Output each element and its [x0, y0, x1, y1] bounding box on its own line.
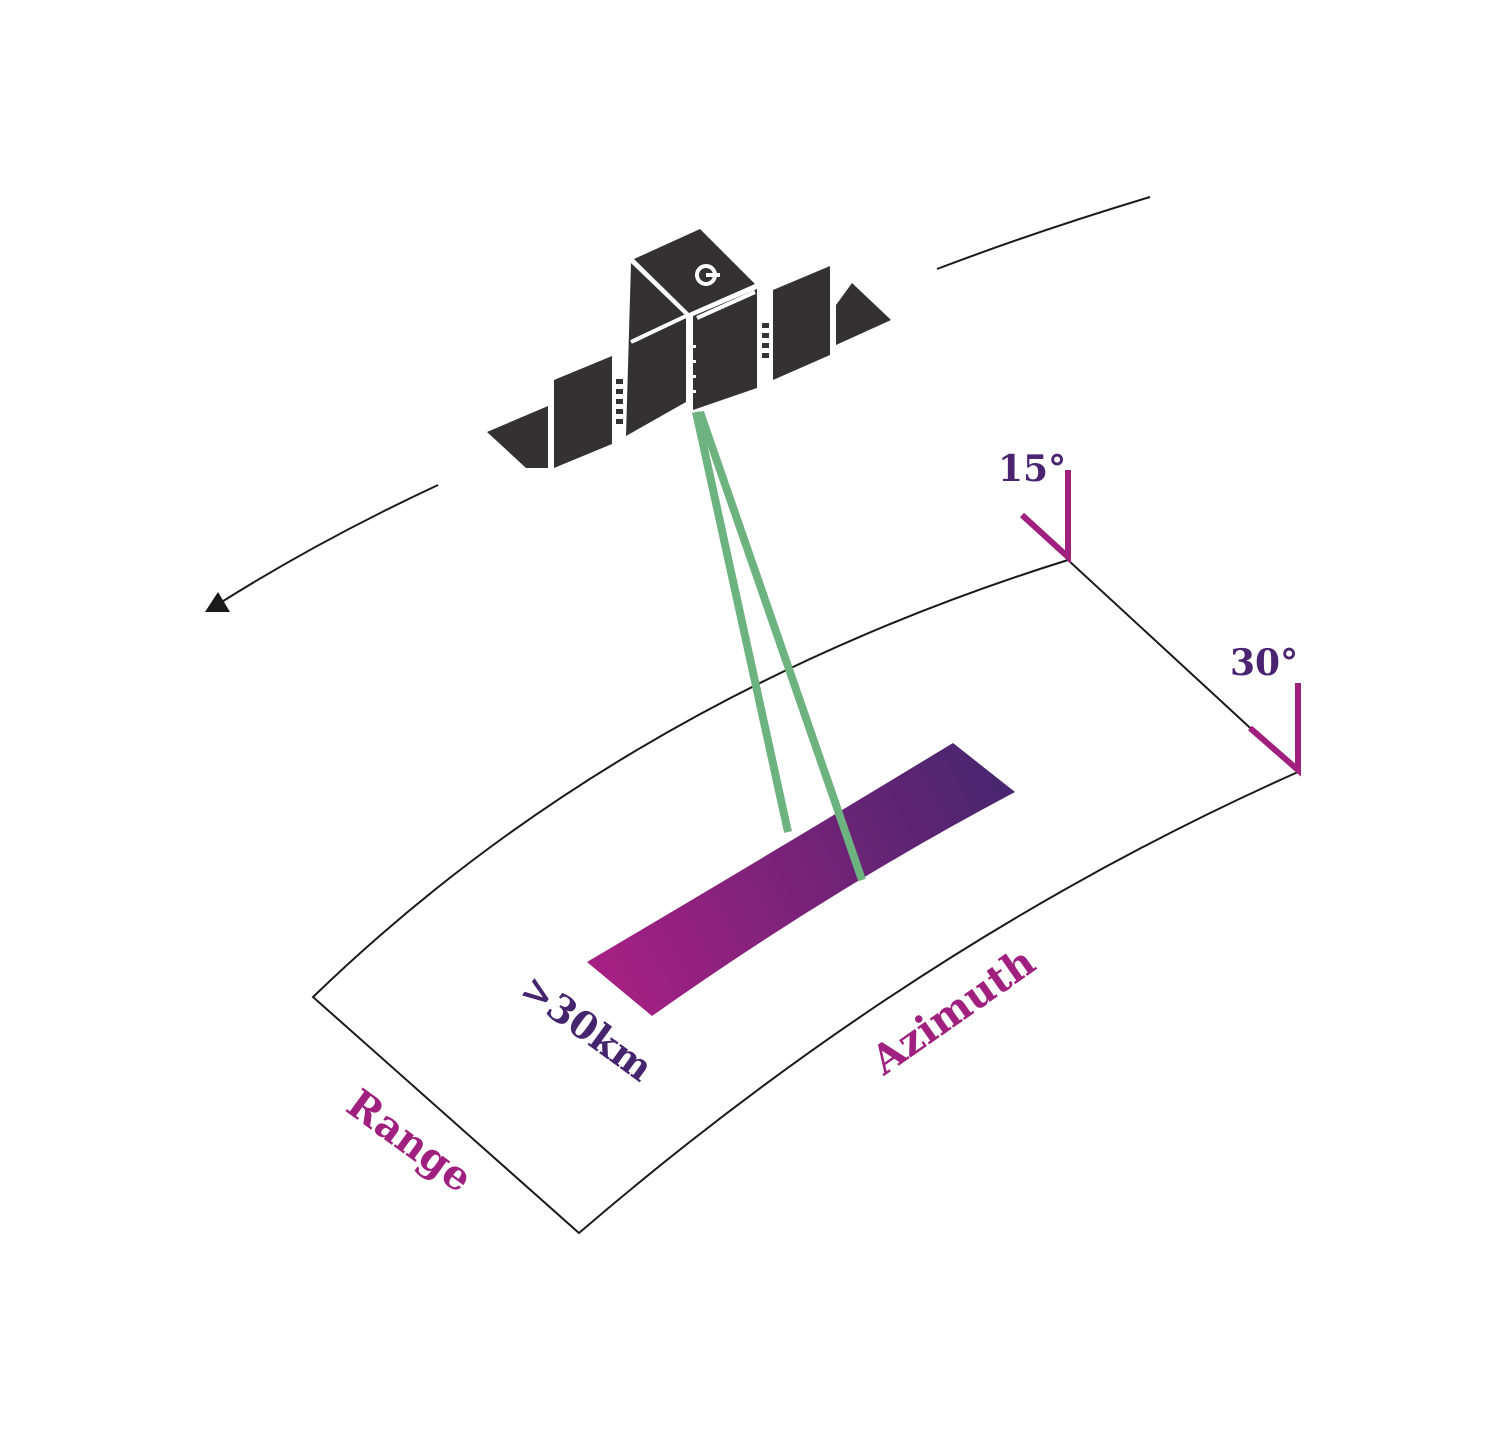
solar-panel-right-tip: [836, 283, 891, 345]
radar-beam-far: [696, 410, 866, 882]
satellite-body-right: [693, 289, 757, 410]
azimuth-label: Azimuth: [862, 938, 1044, 1085]
panel-hinges: [616, 323, 769, 424]
angle-marker-near: [1019, 470, 1071, 564]
satellite-body-ladder: [690, 345, 696, 393]
orbit-direction-arrow: [205, 592, 230, 612]
orbit-line-lower: [219, 484, 439, 604]
radar-beam-near: [692, 411, 792, 833]
orbit-path: [205, 196, 1151, 612]
solar-panel-left: [554, 356, 612, 468]
satellite-body-seams: [630, 290, 756, 412]
range-label: Range: [338, 1080, 481, 1202]
satellite-antenna-icon: [695, 264, 720, 286]
angle-marker-near-v: [1019, 470, 1071, 564]
angle-marker-far: [1248, 683, 1301, 777]
solar-panel-left-tip: [487, 406, 548, 468]
angle-label-near: 15°: [998, 448, 1066, 490]
satellite-icon: [487, 229, 891, 468]
angle-label-far: 30°: [1230, 642, 1298, 684]
orbit-line-upper: [936, 196, 1151, 270]
satellite-body-left: [626, 263, 686, 436]
satellite-body-top: [634, 229, 755, 313]
radar-beams: [692, 410, 866, 882]
imaged-swath: [587, 743, 1015, 1016]
solar-panel-right: [773, 266, 830, 380]
angle-marker-far-v: [1248, 683, 1301, 777]
